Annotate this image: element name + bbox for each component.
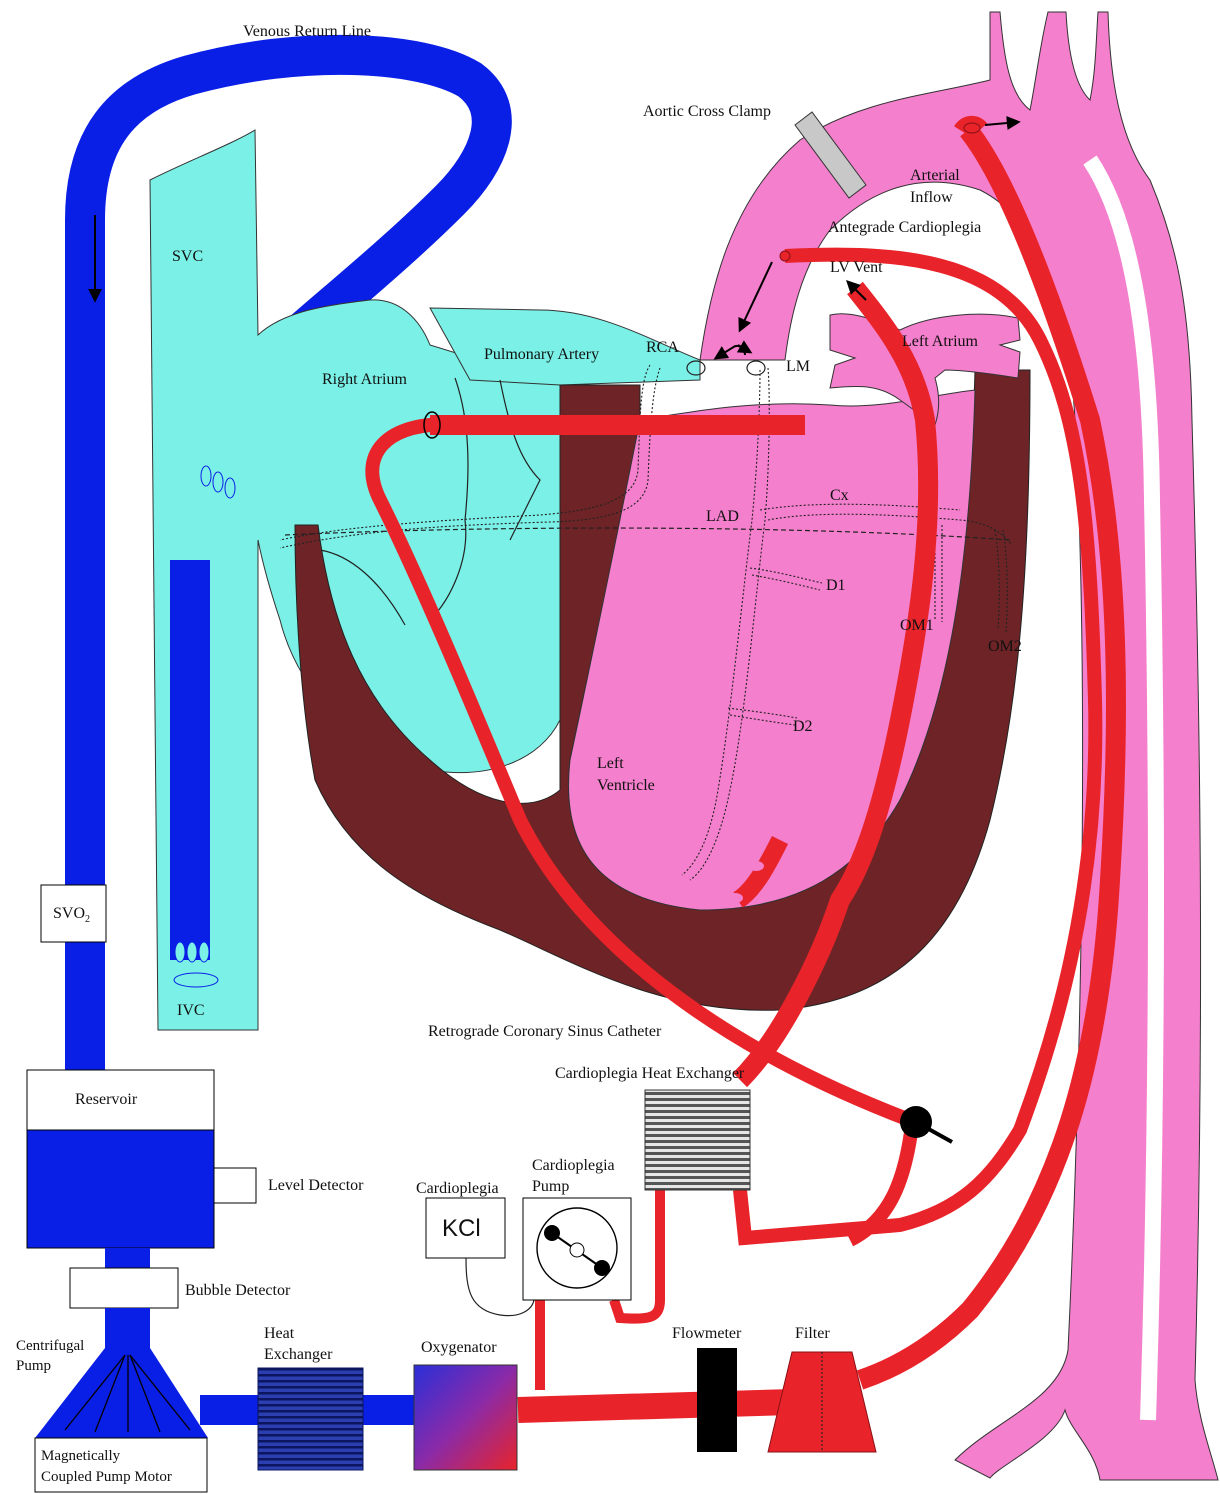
label-pulmonary-artery: Pulmonary Artery xyxy=(484,346,599,363)
label-arterial-inflow-2: Inflow xyxy=(910,189,953,206)
label-cx: Cx xyxy=(830,487,849,504)
label-motor-2: Coupled Pump Motor xyxy=(41,1469,172,1485)
label-centrifugal-pump-1: Centrifugal xyxy=(16,1338,84,1354)
label-om1: OM1 xyxy=(900,617,934,634)
label-arterial-inflow-1: Arterial xyxy=(910,167,960,184)
label-left-ventricle-2: Ventricle xyxy=(597,777,655,794)
label-svc: SVC xyxy=(172,248,203,265)
label-kcl: KCl xyxy=(442,1215,481,1242)
label-cardioplegia-pump-2: Pump xyxy=(532,1178,569,1195)
label-bubble-detector: Bubble Detector xyxy=(185,1282,291,1299)
heat-exchanger xyxy=(258,1368,363,1470)
label-antegrade-cardioplegia: Antegrade Cardioplegia xyxy=(828,219,981,236)
label-heat-exchanger-2: Exchanger xyxy=(264,1346,333,1363)
label-ivc: IVC xyxy=(177,1002,205,1019)
label-aortic-cross-clamp: Aortic Cross Clamp xyxy=(643,103,771,120)
label-cardioplegia-pump-1: Cardioplegia xyxy=(532,1157,615,1174)
roller-2 xyxy=(594,1260,610,1276)
label-venous-return-line: Venous Return Line xyxy=(243,23,371,40)
label-d1: D1 xyxy=(826,577,846,594)
label-motor-1: Magnetically xyxy=(41,1448,121,1464)
label-left-atrium: Left Atrium xyxy=(902,333,979,350)
label-cardioplegia-heat-exchanger: Cardioplegia Heat Exchanger xyxy=(555,1065,745,1082)
label-flowmeter: Flowmeter xyxy=(672,1325,742,1342)
label-centrifugal-pump-2: Pump xyxy=(16,1358,51,1374)
label-lad: LAD xyxy=(706,508,739,525)
roller-hub xyxy=(570,1243,584,1257)
label-d2: D2 xyxy=(793,718,813,735)
label-oxygenator: Oxygenator xyxy=(421,1339,497,1356)
label-rca: RCA xyxy=(646,339,679,356)
label-heat-exchanger-1: Heat xyxy=(264,1325,295,1342)
label-right-atrium: Right Atrium xyxy=(322,371,407,388)
label-retrograde-catheter: Retrograde Coronary Sinus Catheter xyxy=(428,1023,662,1040)
label-level-detector: Level Detector xyxy=(268,1177,364,1194)
label-om2: OM2 xyxy=(988,638,1022,655)
label-reservoir: Reservoir xyxy=(75,1091,138,1108)
centrifugal-pump xyxy=(35,1348,208,1438)
roller-1 xyxy=(544,1225,560,1241)
flowmeter xyxy=(697,1348,737,1452)
level-detector xyxy=(214,1168,256,1203)
cardioplegia-heat-exchanger xyxy=(645,1090,750,1190)
label-lv-vent: LV Vent xyxy=(830,259,883,276)
oxygenator xyxy=(414,1365,517,1470)
label-lm: LM xyxy=(786,358,810,375)
label-cardioplegia: Cardioplegia xyxy=(416,1180,499,1197)
label-left-ventricle-1: Left xyxy=(597,755,624,772)
label-filter: Filter xyxy=(795,1325,830,1342)
